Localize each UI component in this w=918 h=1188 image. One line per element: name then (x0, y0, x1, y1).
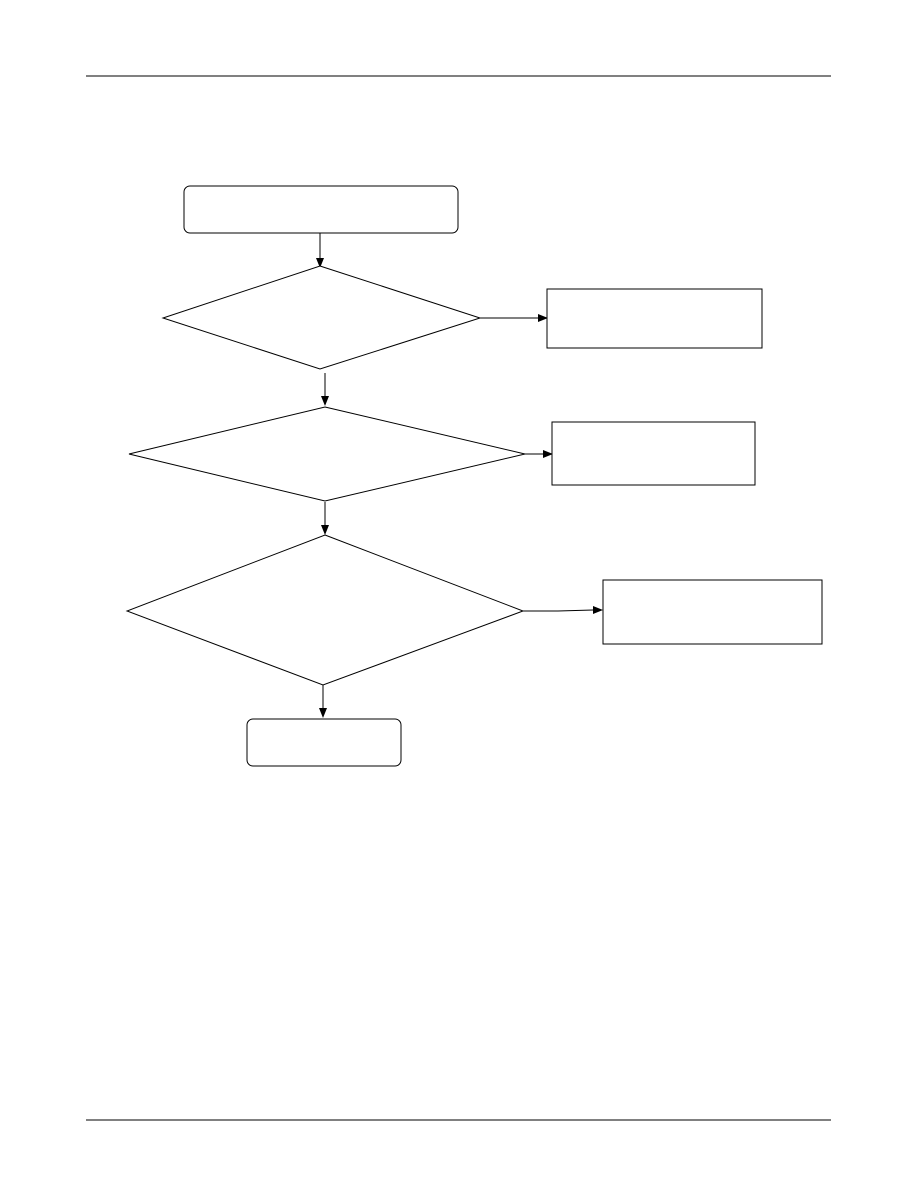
decision-2-node (128, 406, 526, 502)
arrowhead-decision-2-to-action-2 (543, 450, 553, 458)
decision-3-diamond (125, 534, 525, 686)
action-2-box (551, 421, 756, 486)
arrowhead-decision-1-to-action-1 (538, 314, 548, 322)
action-3-box (602, 579, 823, 645)
decision-3-node (125, 534, 525, 686)
arrowhead-decision-3-to-action-3 (593, 606, 603, 614)
decision-2-diamond (128, 406, 526, 502)
end-node (246, 718, 402, 767)
action-1-box (546, 288, 763, 349)
start-node (183, 185, 459, 234)
start-terminator (183, 185, 459, 234)
connectors (316, 233, 603, 718)
end-terminator (246, 718, 402, 767)
arrowhead-start-to-decision-1 (316, 258, 324, 268)
decision-1-diamond (161, 265, 482, 370)
action-2-node (551, 421, 756, 486)
action-3-node (602, 579, 823, 645)
arrowhead-decision-3-to-end (319, 708, 327, 718)
arrowhead-decision-1-to-decision-2 (321, 396, 329, 406)
decision-1-node (161, 265, 482, 370)
arrowhead-decision-2-to-decision-3 (321, 525, 329, 535)
action-1-node (546, 288, 763, 349)
connector-decision-3-to-action-3 (523, 609, 594, 612)
